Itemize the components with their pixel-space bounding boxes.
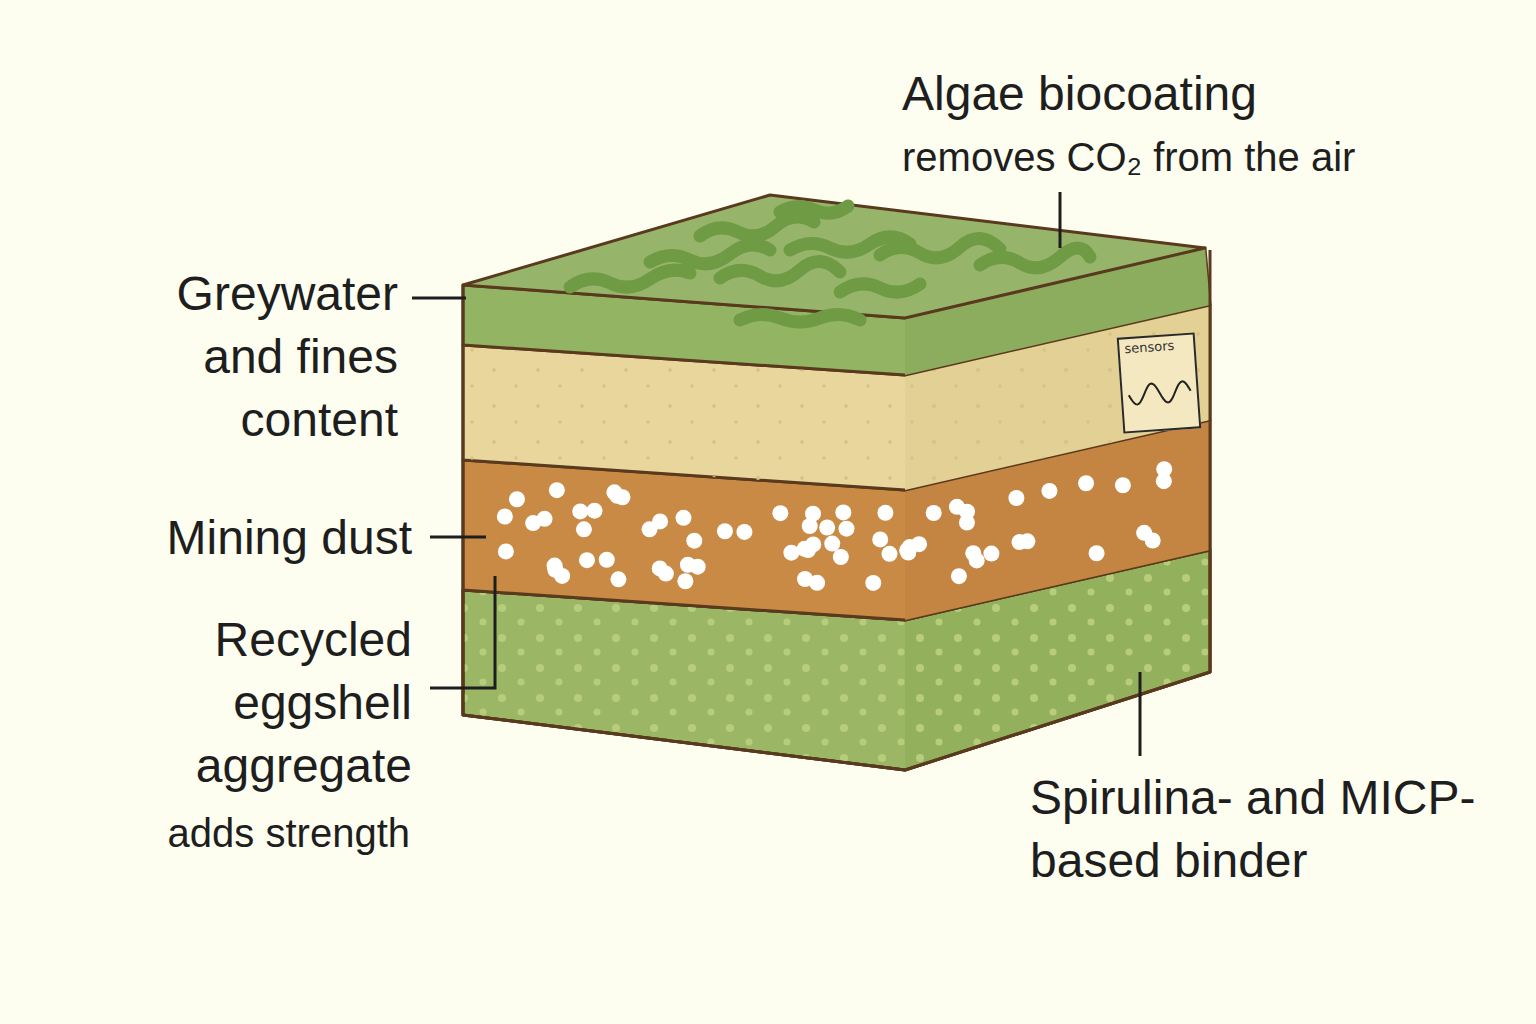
- eggshell-dot: [959, 514, 975, 530]
- eggshell-dot: [872, 531, 888, 547]
- eggshell-dot: [772, 505, 788, 521]
- eggshell-dot: [951, 568, 967, 584]
- eggshell-dot: [877, 505, 893, 521]
- layer-title: Mining dust: [167, 506, 412, 569]
- eggshell-dot: [805, 506, 821, 522]
- signal-wave: [1128, 381, 1191, 405]
- eggshell-dot: [983, 546, 999, 562]
- eggshell-dot: [1078, 475, 1094, 491]
- eggshell-dot: [1089, 545, 1105, 561]
- layer-title: Recycled eggshell aggregate: [122, 608, 412, 797]
- layer-note: removes CO₂ from the air: [902, 132, 1355, 182]
- eggshell-dot: [1008, 490, 1024, 506]
- sensor-box: sensors: [1117, 332, 1202, 433]
- layer-note: adds strength: [168, 808, 410, 858]
- eggshell-dot: [676, 510, 692, 526]
- sensor-wave: [1121, 368, 1198, 423]
- eggshell-dot: [881, 546, 897, 562]
- sensor-label: sensors: [1119, 336, 1180, 357]
- eggshell-dot: [549, 482, 565, 498]
- eggshell-dot: [652, 560, 668, 576]
- eggshell-dot: [1041, 483, 1057, 499]
- eggshell-dot: [652, 513, 668, 529]
- layer-title: Greywater and fines content: [108, 262, 398, 451]
- eggshell-dot: [809, 575, 825, 591]
- eggshell-dot: [686, 533, 702, 549]
- eggshell-dot: [805, 536, 821, 552]
- eggshell-dot: [838, 521, 854, 537]
- eggshell-dot: [717, 523, 733, 539]
- eggshell-dot: [680, 557, 696, 573]
- eggshell-dot: [1011, 534, 1027, 550]
- eggshell-dot: [736, 524, 752, 540]
- eggshell-dot: [576, 521, 592, 537]
- eggshell-dot: [572, 503, 588, 519]
- eggshell-dot: [677, 573, 693, 589]
- eggshell-dot: [1115, 477, 1131, 493]
- eggshell-dot: [610, 571, 626, 587]
- layer-title: Spirulina- and MICP-based binder: [1030, 766, 1525, 892]
- eggshell-dot: [833, 549, 849, 565]
- layer-title: Algae biocoating: [902, 62, 1257, 125]
- eggshell-dot: [900, 545, 916, 561]
- eggshell-dot: [606, 484, 622, 500]
- eggshell-dot: [497, 509, 513, 525]
- eggshell-dot: [509, 491, 525, 507]
- eggshell-dot: [926, 505, 942, 521]
- eggshell-dot: [824, 536, 840, 552]
- eggshell-dot: [537, 511, 553, 527]
- eggshell-dot: [1156, 473, 1172, 489]
- eggshell-dot: [1136, 525, 1152, 541]
- eggshell-dot: [819, 519, 835, 535]
- eggshell-dot: [835, 504, 851, 520]
- eggshell-dot: [498, 543, 514, 559]
- eggshell-dot: [554, 568, 570, 584]
- eggshell-dot: [969, 552, 985, 568]
- eggshell-dot: [587, 503, 603, 519]
- eggshell-dot: [599, 552, 615, 568]
- eggshell-dot: [579, 552, 595, 568]
- eggshell-dot: [865, 575, 881, 591]
